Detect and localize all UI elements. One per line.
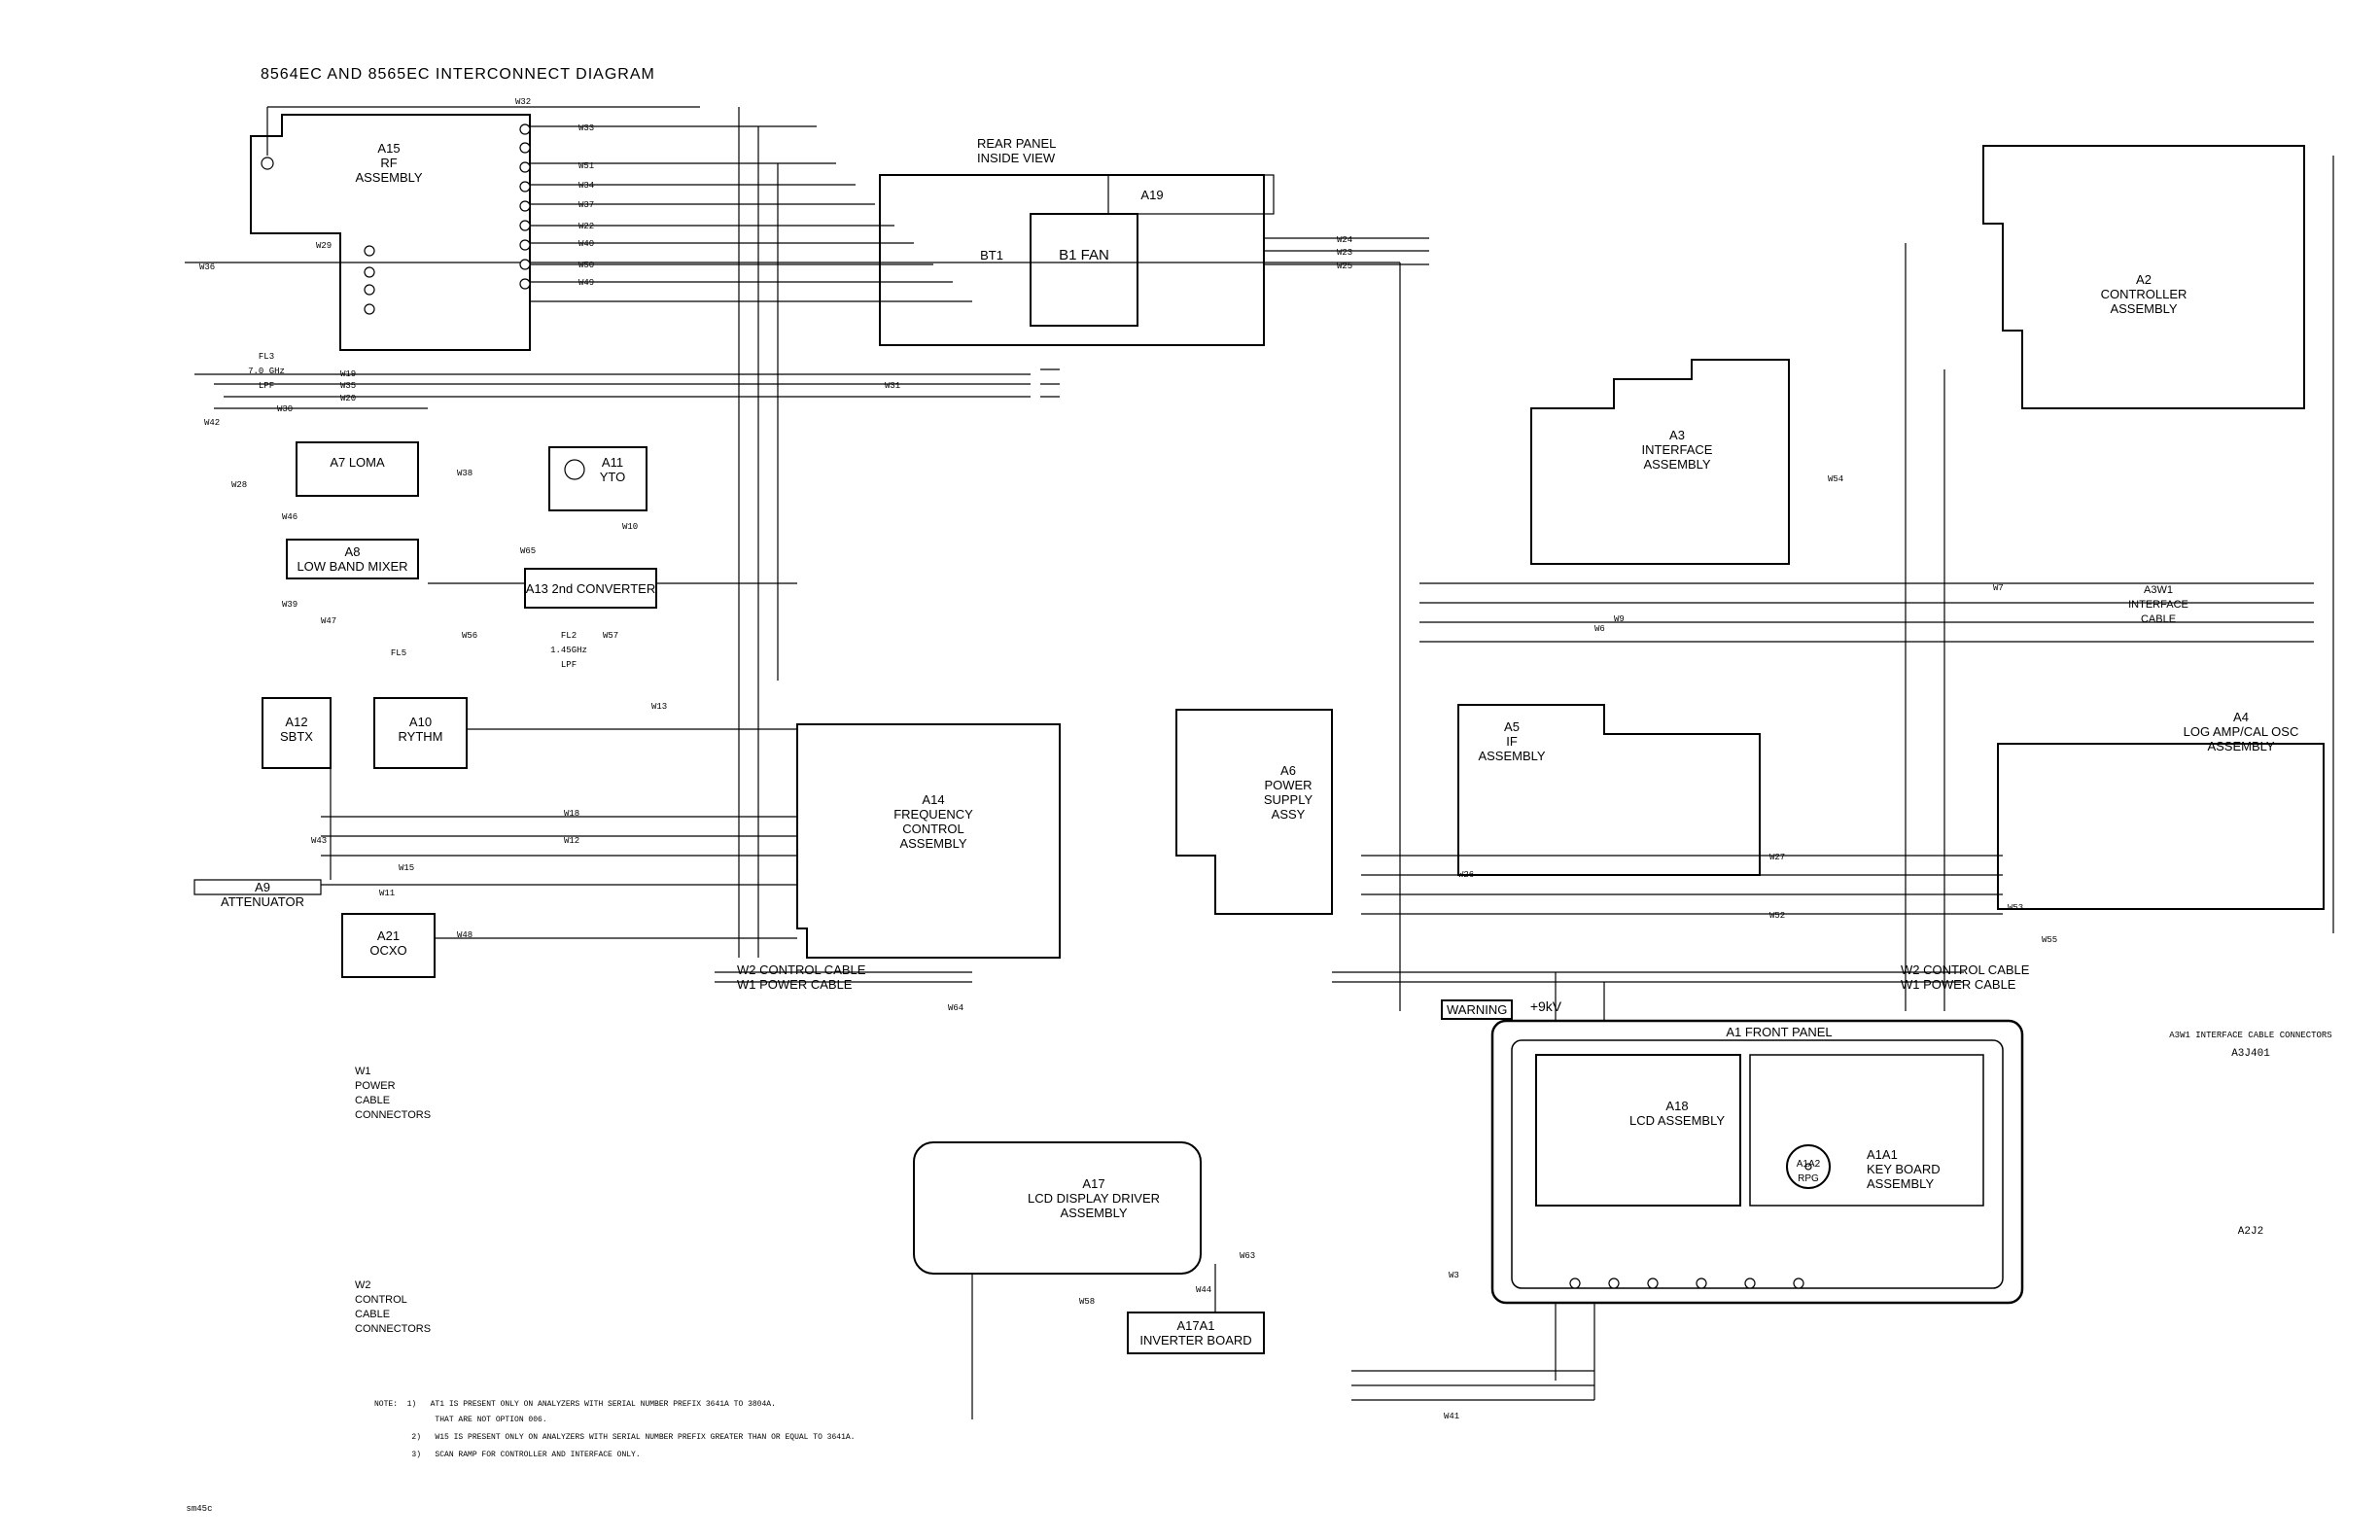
- a9-label: A9 ATTENUATOR: [221, 880, 304, 909]
- cable-tag: W50: [578, 261, 595, 270]
- cable-tag: W12: [564, 836, 580, 846]
- cable-tag: W37: [578, 200, 595, 210]
- a3w1-connectors-header: A3W1 INTERFACE CABLE CONNECTORS: [2169, 1031, 2332, 1040]
- a3w1-label: A3W1 INTERFACE CABLE: [2128, 584, 2188, 625]
- a10-label: A10 RYTHM: [398, 715, 443, 744]
- cable-tag: W55: [2042, 935, 2058, 945]
- w1-power-cable-right-label: W1 POWER CABLE: [1901, 977, 2016, 992]
- cable-tag: W7: [1993, 583, 2004, 593]
- fl3-label: FL3 7.0 GHz LPF: [248, 352, 285, 391]
- fl2-label: FL2 1.45GHz LPF: [550, 631, 587, 670]
- cable-tag: W22: [578, 222, 595, 231]
- rear-panel-label: REAR PANEL INSIDE VIEW: [977, 136, 1057, 165]
- a14-label: A14 FREQUENCY CONTROL ASSEMBLY: [893, 792, 973, 851]
- warning-badge: WARNING: [1441, 999, 1514, 1020]
- a4-label: A4 LOG AMP/CAL OSC ASSEMBLY: [2183, 710, 2299, 753]
- cable-tag: W13: [651, 702, 668, 712]
- a1a1-label: A1A1 KEY BOARD ASSEMBLY: [1867, 1147, 1941, 1191]
- a15-label: A15 RF ASSEMBLY: [355, 141, 423, 185]
- note-line: NOTE: 1) AT1 IS PRESENT ONLY ON ANALYZER…: [374, 1400, 776, 1409]
- cable-tag: W29: [316, 241, 332, 251]
- a1-label: A1 FRONT PANEL: [1726, 1025, 1833, 1039]
- cable-tag: W36: [199, 262, 216, 272]
- w1-power-cable-label: W1 POWER CABLE: [737, 977, 853, 992]
- cable-tag: W11: [379, 889, 396, 898]
- high-voltage-label: +9kV: [1529, 998, 1562, 1014]
- a11-label: A11 YTO: [599, 455, 626, 484]
- cable-tag: W30: [277, 404, 294, 414]
- w2-control-cable-label: W2 CONTROL CABLE: [737, 962, 866, 977]
- cable-tag: W51: [578, 161, 595, 171]
- a3-label: A3 INTERFACE ASSEMBLY: [1641, 428, 1713, 472]
- a13-label: A13 2nd CONVERTER: [525, 581, 656, 596]
- a19-label: A19: [1140, 188, 1164, 202]
- cable-tag: W47: [321, 616, 337, 626]
- b1-label: B1 FAN: [1059, 247, 1109, 263]
- a8-label: A8 LOW BAND MIXER: [297, 544, 408, 574]
- w2-connectors-label: W2 CONTROL CABLE CONNECTORS: [355, 1279, 432, 1335]
- a21-label: A21 OCXO: [369, 928, 407, 958]
- a2-label: A2 CONTROLLER ASSEMBLY: [2100, 272, 2188, 316]
- w2-control-cable-right-label: W2 CONTROL CABLE: [1901, 962, 2030, 977]
- cable-tag: W34: [578, 181, 595, 191]
- a3j401-label: A3J401: [2231, 1048, 2270, 1060]
- cable-tag: W56: [462, 631, 478, 641]
- note-line: 2) W15 IS PRESENT ONLY ON ANALYZERS WITH…: [374, 1433, 856, 1442]
- note-line: THAT ARE NOT OPTION 006.: [374, 1416, 547, 1424]
- cable-tag: W3: [1449, 1271, 1459, 1280]
- a7-label: A7 LOMA: [330, 455, 385, 470]
- a18-label: A18 LCD ASSEMBLY: [1628, 1099, 1726, 1128]
- cable-tag: W49: [578, 278, 595, 288]
- a12-label: A12 SBTX: [280, 715, 313, 744]
- cable-tag: W39: [282, 600, 298, 610]
- cable-tag: W19: [340, 369, 357, 379]
- cable-tag: W18: [564, 809, 580, 819]
- cable-tag: W25: [1337, 262, 1353, 271]
- cable-tag: W6: [1594, 624, 1605, 634]
- cable-tag: W44: [1196, 1285, 1212, 1295]
- corner-id: sm45c: [186, 1504, 213, 1514]
- cable-tag: W23: [1337, 248, 1353, 258]
- cable-tag: W63: [1240, 1251, 1256, 1261]
- cable-tag: W52: [1769, 911, 1786, 921]
- a6-label: A6 POWER SUPPLY ASSY: [1263, 763, 1313, 822]
- cable-tag: W10: [622, 522, 639, 532]
- note-line: 3) SCAN RAMP FOR CONTROLLER AND INTERFAC…: [374, 1451, 641, 1459]
- cable-tag: W33: [578, 123, 595, 133]
- cable-tag: W40: [578, 239, 595, 249]
- cable-tag: W9: [1614, 614, 1625, 624]
- cable-tag: W48: [457, 930, 473, 940]
- cable-tag: W28: [231, 480, 248, 490]
- cable-tag: W54: [1828, 474, 1844, 484]
- cable-tag: W31: [885, 381, 901, 391]
- a17a1-label: A17A1 INVERTER BOARD: [1139, 1318, 1252, 1348]
- fl5-label: FL5: [390, 648, 407, 658]
- cable-tag: W43: [311, 836, 328, 846]
- cable-tag: W26: [1458, 870, 1475, 880]
- a17-label: A17 LCD DISPLAY DRIVER ASSEMBLY: [1027, 1176, 1161, 1220]
- a1a2-label: A1A2 RPG: [1796, 1159, 1821, 1184]
- cable-tag: W64: [948, 1003, 964, 1013]
- cable-tag: W65: [520, 546, 537, 556]
- cable-tag: W42: [204, 418, 221, 428]
- cable-tag: W15: [399, 863, 415, 873]
- cable-tag: W57: [603, 631, 619, 641]
- cable-tag: W46: [282, 512, 298, 522]
- cable-tag: W38: [457, 469, 473, 478]
- a2j2-label: A2J2: [2237, 1226, 2264, 1238]
- w1-connectors-label: W1 POWER CABLE CONNECTORS: [355, 1066, 432, 1121]
- a5-label: A5 IF ASSEMBLY: [1478, 719, 1546, 763]
- cable-tag: W35: [340, 381, 357, 391]
- cable-tag: W20: [340, 394, 357, 403]
- cable-tag: W41: [1444, 1412, 1460, 1421]
- cable-tag: W58: [1079, 1297, 1096, 1307]
- bt1-label: BT1: [980, 248, 1003, 262]
- cable-tag: W27: [1769, 853, 1786, 862]
- cable-tag: W24: [1337, 235, 1353, 245]
- page-title: 8564EC AND 8565EC INTERCONNECT DIAGRAM: [261, 66, 655, 83]
- cable-tag: W53: [2008, 903, 2024, 913]
- cable-tag: W32: [515, 97, 532, 107]
